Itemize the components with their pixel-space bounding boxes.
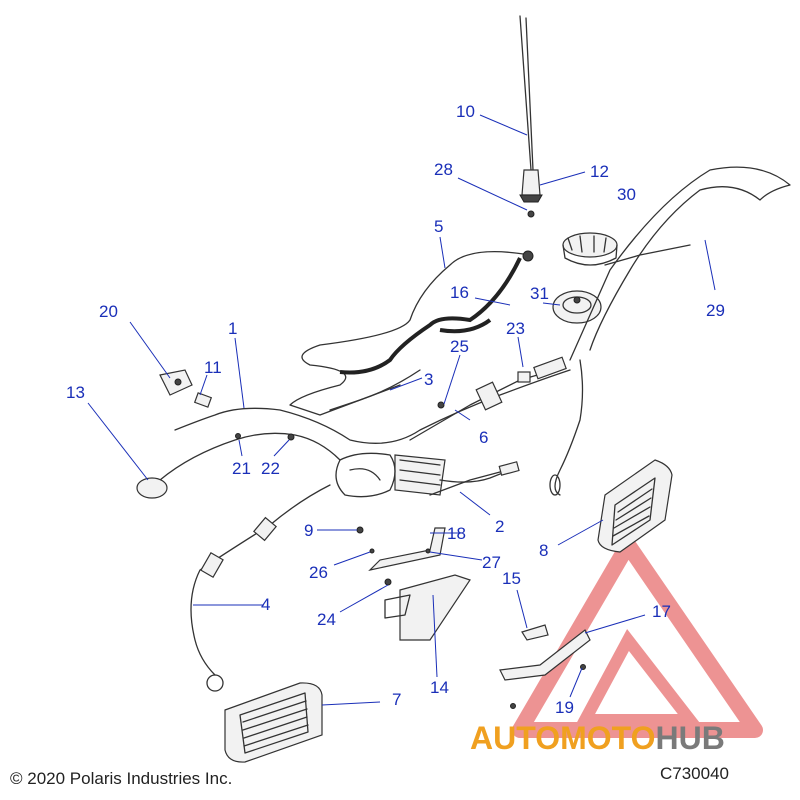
nut-26 bbox=[369, 548, 375, 554]
nut-27 bbox=[425, 548, 431, 554]
clip-21 bbox=[235, 433, 241, 439]
callout-31: 31 bbox=[530, 284, 549, 303]
callout-8: 8 bbox=[539, 541, 548, 560]
callout-14: 14 bbox=[430, 678, 449, 697]
tweeter-31 bbox=[552, 290, 602, 324]
callout-22: 22 bbox=[261, 459, 280, 478]
callout-9: 9 bbox=[304, 521, 313, 540]
clip-22 bbox=[287, 433, 295, 441]
speaker-7 bbox=[224, 682, 323, 763]
main-harness-1 bbox=[174, 369, 571, 444]
harness-5 bbox=[289, 251, 531, 416]
connector-11 bbox=[193, 392, 213, 408]
callout-18: 18 bbox=[447, 524, 466, 543]
drawing-number: C730040 bbox=[660, 764, 730, 783]
ground-cable-16 bbox=[339, 257, 522, 375]
callout-10: 10 bbox=[456, 102, 475, 121]
lead-3 bbox=[329, 369, 421, 411]
antenna-cable-29 bbox=[569, 166, 791, 361]
callout-4: 4 bbox=[261, 595, 270, 614]
screw-9 bbox=[356, 526, 364, 534]
callout-26: 26 bbox=[309, 563, 328, 582]
callout-29: 29 bbox=[706, 301, 725, 320]
watermark-text: AUTOMOTOHUB bbox=[470, 720, 725, 756]
callout-23: 23 bbox=[506, 319, 525, 338]
cable-2 bbox=[429, 471, 501, 496]
callout-11: 11 bbox=[204, 358, 222, 377]
callout-27: 27 bbox=[482, 553, 501, 572]
harness-6 bbox=[409, 356, 567, 441]
watermark-logo-icon bbox=[512, 537, 763, 738]
callout-3: 3 bbox=[424, 370, 433, 389]
callout-6: 6 bbox=[479, 428, 488, 447]
callout-28: 28 bbox=[434, 160, 453, 179]
callout-12: 12 bbox=[590, 162, 609, 181]
callout-21: 21 bbox=[232, 459, 251, 478]
callout-20: 20 bbox=[99, 302, 118, 321]
callout-1: 1 bbox=[228, 319, 237, 338]
callout-17: 17 bbox=[652, 602, 671, 621]
callout-30: 30 bbox=[617, 185, 636, 204]
callout-labels: 1 2 3 4 5 6 7 8 9 10 11 12 13 14 15 16 1… bbox=[66, 102, 725, 717]
mounting-plate-18 bbox=[368, 527, 446, 572]
callout-19: 19 bbox=[555, 698, 574, 717]
clip-15 bbox=[521, 624, 549, 641]
radio-module-cluster bbox=[335, 452, 520, 498]
callout-24: 24 bbox=[317, 610, 336, 629]
callout-15: 15 bbox=[502, 569, 521, 588]
leader-lines bbox=[87, 114, 716, 706]
bracket-20 bbox=[159, 369, 193, 396]
speaker-pod-30 bbox=[562, 232, 618, 266]
antenna-mast bbox=[519, 15, 543, 218]
callout-7: 7 bbox=[392, 690, 401, 709]
sensor-lead bbox=[159, 432, 341, 481]
callout-2: 2 bbox=[495, 517, 504, 536]
clip-25 bbox=[437, 401, 445, 409]
bracket-17 bbox=[499, 629, 591, 681]
copyright-notice: © 2020 Polaris Industries Inc. bbox=[10, 769, 233, 788]
screw-24 bbox=[384, 578, 392, 586]
callout-5: 5 bbox=[434, 217, 443, 236]
sensor-disc-13 bbox=[136, 477, 168, 499]
bracket-14 bbox=[399, 574, 471, 641]
harness-4 bbox=[190, 484, 331, 676]
callout-16: 16 bbox=[450, 283, 469, 302]
callout-13: 13 bbox=[66, 383, 85, 402]
callout-25: 25 bbox=[450, 337, 469, 356]
speaker-8 bbox=[597, 459, 673, 553]
